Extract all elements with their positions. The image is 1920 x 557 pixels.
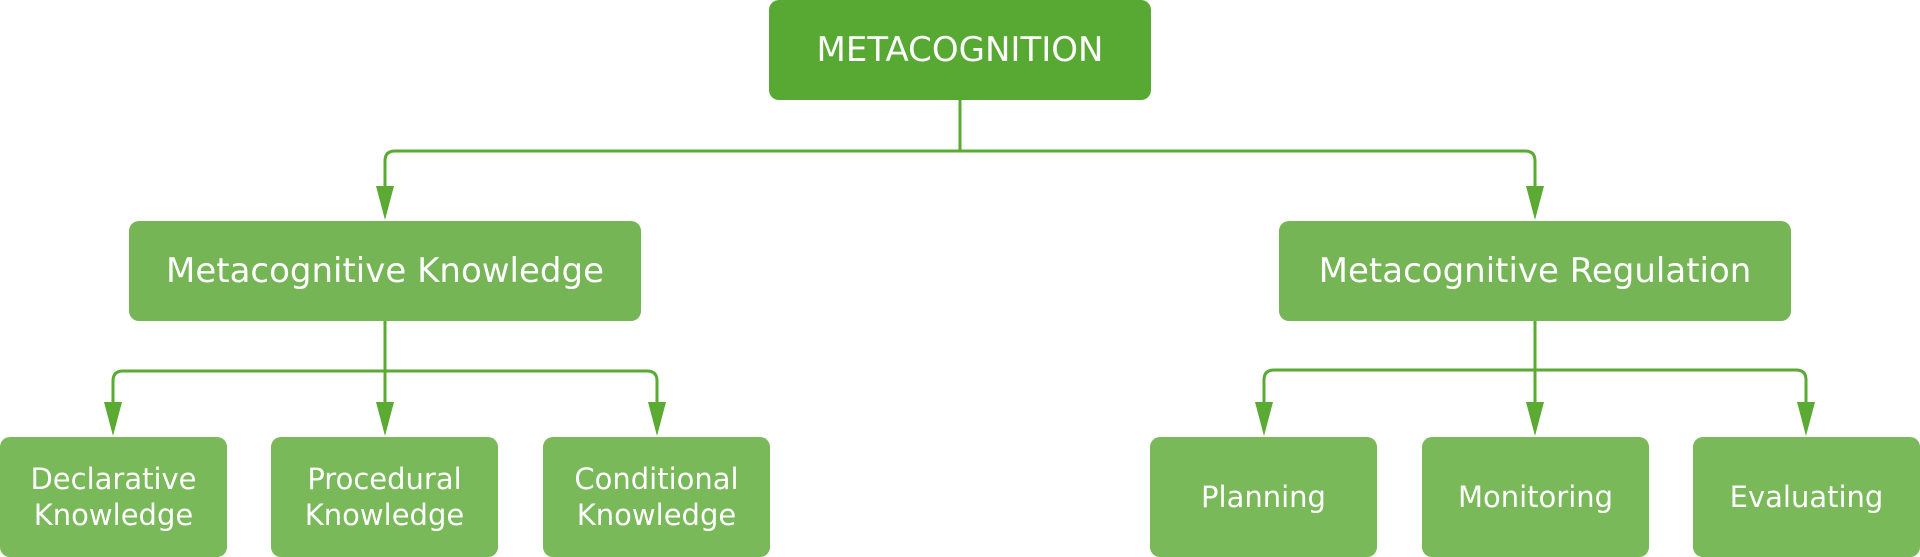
node-evaluating: Evaluating	[1693, 437, 1920, 557]
arrowhead-procedural	[376, 402, 394, 436]
node-conditional-knowledge: Conditional Knowledge	[543, 437, 770, 557]
arrowhead-monitoring	[1526, 402, 1544, 436]
node-monitoring: Monitoring	[1422, 437, 1649, 557]
node-planning: Planning	[1150, 437, 1377, 557]
connector-root-to-knowledge	[383, 149, 960, 190]
node-metacognitive-regulation: Metacognitive Regulation	[1279, 221, 1791, 321]
node-procedural-knowledge: Procedural Knowledge	[271, 437, 498, 557]
node-metacognitive-knowledge: Metacognitive Knowledge	[129, 221, 641, 321]
connector-knowledge-to-conditional	[385, 369, 659, 406]
arrowhead-declarative	[104, 402, 122, 436]
node-metacognitive-knowledge-label: Metacognitive Knowledge	[165, 250, 604, 291]
node-procedural-knowledge-label: Procedural Knowledge	[304, 461, 465, 532]
node-declarative-knowledge: Declarative Knowledge	[0, 437, 227, 557]
connector-regulation-to-planning	[1262, 368, 1535, 406]
node-evaluating-label: Evaluating	[1729, 479, 1884, 514]
arrowhead-conditional	[648, 402, 666, 436]
node-metacognition: METACOGNITION	[769, 0, 1151, 100]
node-metacognitive-regulation-label: Metacognitive Regulation	[1318, 250, 1752, 291]
connector-root-to-regulation	[960, 149, 1537, 190]
node-monitoring-label: Monitoring	[1457, 479, 1614, 514]
arrowhead-planning	[1255, 402, 1273, 436]
arrowhead-regulation	[1526, 186, 1544, 220]
arrowhead-evaluating	[1797, 402, 1815, 436]
arrowhead-knowledge	[376, 186, 394, 220]
connector-regulation-to-evaluating	[1535, 368, 1808, 406]
node-declarative-knowledge-label: Declarative Knowledge	[30, 461, 197, 532]
node-planning-label: Planning	[1201, 479, 1326, 514]
node-conditional-knowledge-label: Conditional Knowledge	[574, 461, 739, 532]
connector-knowledge-to-declarative	[111, 369, 385, 406]
node-metacognition-label: METACOGNITION	[816, 29, 1104, 70]
